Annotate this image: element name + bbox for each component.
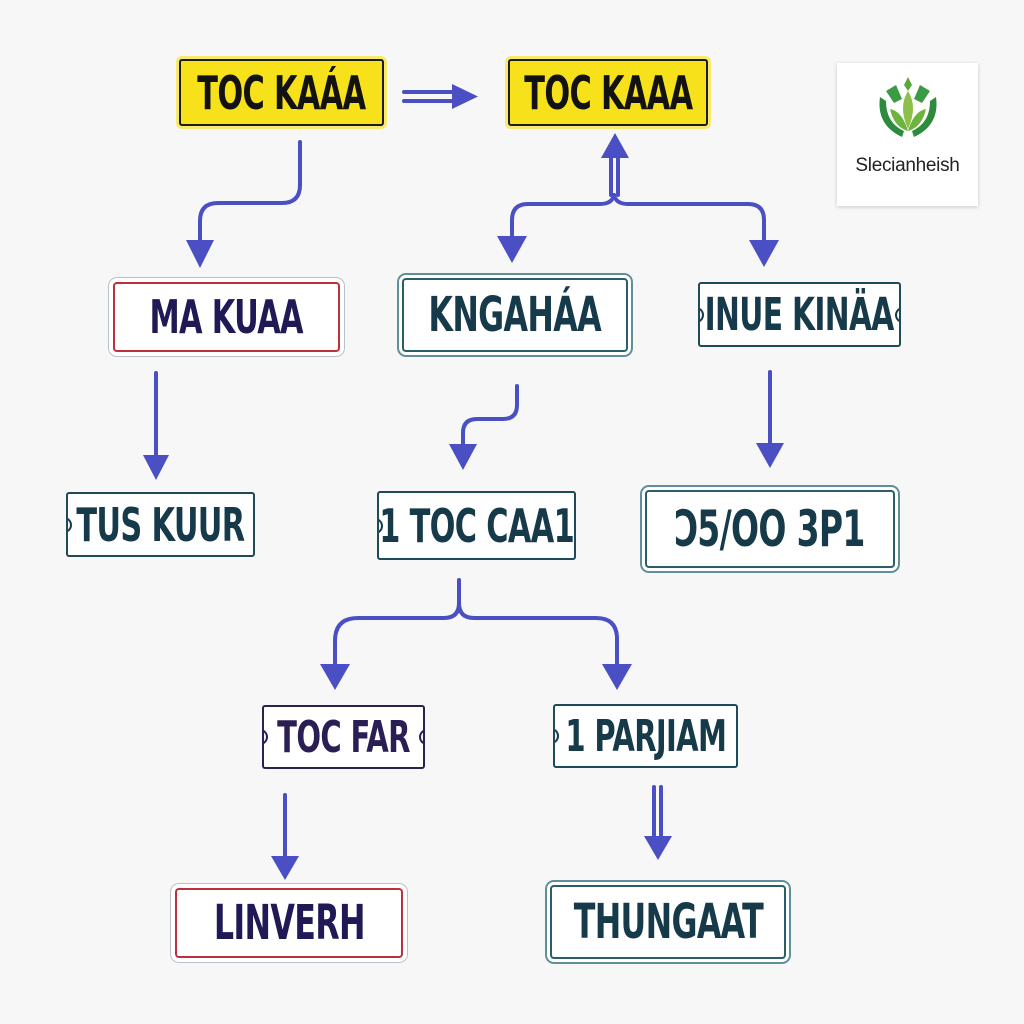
- node-label: INUE KINÄA: [705, 288, 895, 341]
- branch-arrow-icon: [320, 578, 632, 690]
- node-thungaat[interactable]: THUNGAAT: [550, 885, 786, 959]
- node-toc-far[interactable]: TOC FAR: [262, 705, 425, 769]
- lotus-leaf-icon: [878, 77, 937, 137]
- double-arrow-right-icon: [402, 84, 478, 109]
- node-linverh[interactable]: LINVERH: [175, 888, 403, 958]
- node-label: THUNGAAT: [573, 894, 763, 950]
- logo-text: Slecianheish: [855, 155, 960, 176]
- node-inue-kinaa[interactable]: INUE KINÄA: [698, 282, 901, 347]
- node-05-00-3p1[interactable]: Ͻ5/OO 3P1: [645, 490, 895, 568]
- double-arrow-down-icon: [644, 785, 672, 860]
- node-1-toc-caa1[interactable]: 1 TOC CAA1: [377, 491, 576, 560]
- node-label: KNGAHÁA: [428, 287, 602, 343]
- node-toc-kaaa[interactable]: TOC KAAA: [508, 59, 708, 126]
- node-label: TUS KUUR: [76, 497, 245, 552]
- node-label: TOC FAR: [277, 711, 410, 763]
- node-label: 1 PARJIAM: [565, 710, 726, 762]
- curved-arrow-icon: [461, 384, 519, 450]
- node-toc-kaaa-accent[interactable]: TOC KAÁA: [179, 59, 384, 126]
- node-label: TOC KAÁA: [197, 65, 366, 120]
- node-label: Ͻ5/OO 3P1: [675, 500, 865, 558]
- node-ma-kuaa[interactable]: MA KUAA: [113, 282, 340, 352]
- curved-arrow-icon: [198, 140, 302, 247]
- node-label: TOC KAAA: [523, 65, 693, 120]
- node-1-parjiam[interactable]: 1 PARJIAM: [553, 704, 738, 768]
- node-label: LINVERH: [213, 895, 366, 951]
- node-label: MA KUAA: [149, 290, 304, 344]
- node-kngahaa[interactable]: KNGAHÁA: [402, 278, 628, 352]
- logo-card: Slecianheish: [837, 63, 978, 206]
- node-label: 1 TOC CAA1: [379, 498, 574, 553]
- branch-arrow-icon: [497, 133, 779, 267]
- node-tus-kuur[interactable]: TUS KUUR: [66, 492, 255, 557]
